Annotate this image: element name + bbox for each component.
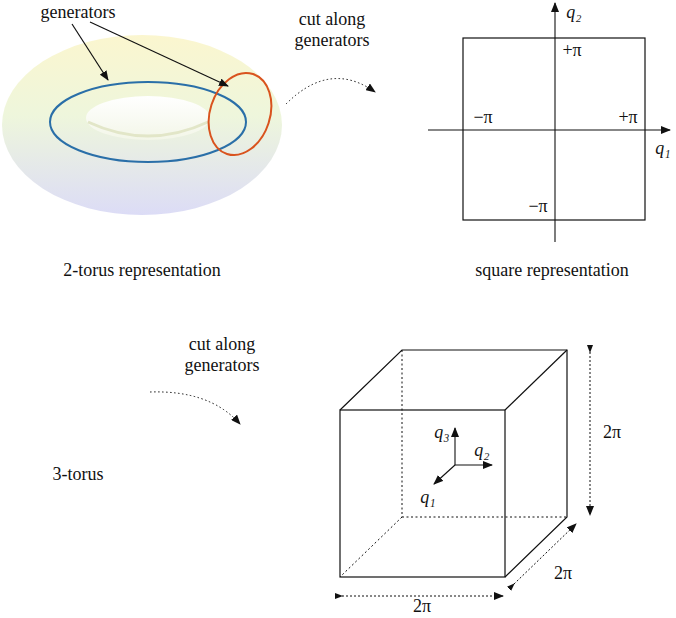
axis-tick: +π bbox=[618, 107, 637, 128]
axis bbox=[454, 428, 455, 465]
figure-name: 3-torus bbox=[53, 464, 104, 485]
axis bbox=[554, 3, 555, 242]
cube bbox=[340, 350, 567, 577]
axis bbox=[428, 129, 670, 130]
axis-name: q₁ bbox=[655, 138, 670, 159]
dimension-line bbox=[590, 352, 591, 515]
figure-caption: square representation bbox=[475, 260, 628, 281]
axis-tick: +π bbox=[562, 40, 581, 61]
dotted-arrow bbox=[150, 392, 240, 424]
dimension-label: 2π bbox=[554, 563, 572, 584]
dimension-label: 2π bbox=[603, 422, 621, 443]
axis-tick: −π bbox=[528, 196, 547, 217]
square bbox=[463, 38, 645, 220]
axis-name: q₃ bbox=[434, 422, 449, 443]
figure-caption: 2-torus representation bbox=[63, 260, 220, 281]
generator-note: generators bbox=[41, 2, 116, 23]
torus-figure bbox=[2, 35, 282, 215]
leader-line bbox=[90, 22, 228, 86]
dimension-line bbox=[514, 524, 576, 584]
axis bbox=[434, 465, 455, 484]
dimension-label: 2π bbox=[413, 596, 431, 617]
axis-name: q₂ bbox=[474, 440, 489, 461]
axis-name: q₁ bbox=[420, 487, 435, 508]
leader-line bbox=[72, 24, 108, 80]
step-note: cut along generators bbox=[282, 9, 382, 50]
axis-name: q₂ bbox=[566, 2, 581, 23]
axis bbox=[455, 464, 492, 465]
dotted-arrow bbox=[286, 79, 375, 104]
axis-tick: −π bbox=[473, 107, 492, 128]
step-note: cut along generators bbox=[172, 334, 272, 375]
